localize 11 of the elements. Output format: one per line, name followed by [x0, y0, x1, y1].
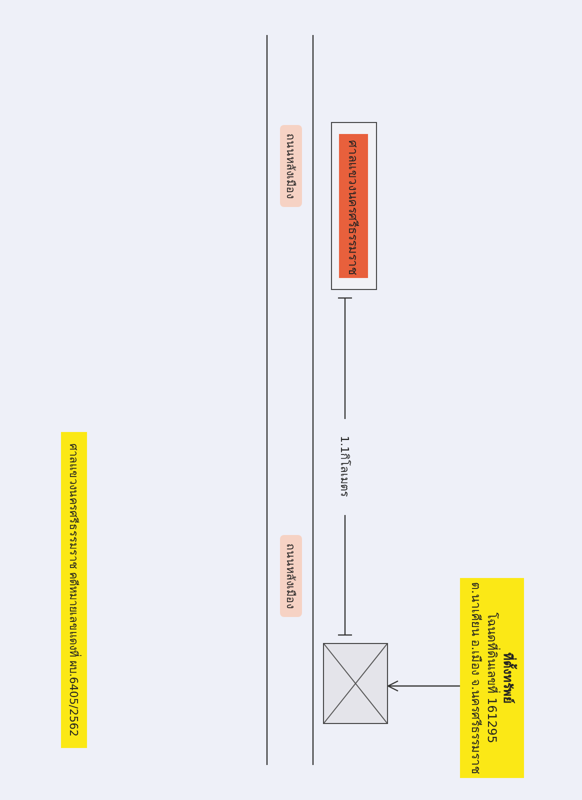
case-caption: ศาลแขวงนครศรีธรรมราช คดีหมายเลขแดงที่ ผบ.6405/2562	[61, 432, 87, 748]
note-text: ต.นาเคียน อ.เมือง จ.นครศรีธรรมราช	[468, 582, 484, 774]
property-note	[460, 578, 524, 778]
arrow	[387, 680, 460, 692]
road-name: ถนนหลังเมือง	[280, 535, 302, 617]
court-frame	[331, 122, 377, 290]
building-box	[323, 643, 388, 724]
note-text: โฉนดที่ดินเลขที่ 161295	[484, 612, 500, 744]
note-heading: ที่ตั้งทรัพย์	[500, 652, 516, 704]
court-label: ศาลแขวงนครศรีธรรมราช	[340, 134, 368, 278]
road-name: ถนนหลังเมือง	[280, 125, 302, 207]
